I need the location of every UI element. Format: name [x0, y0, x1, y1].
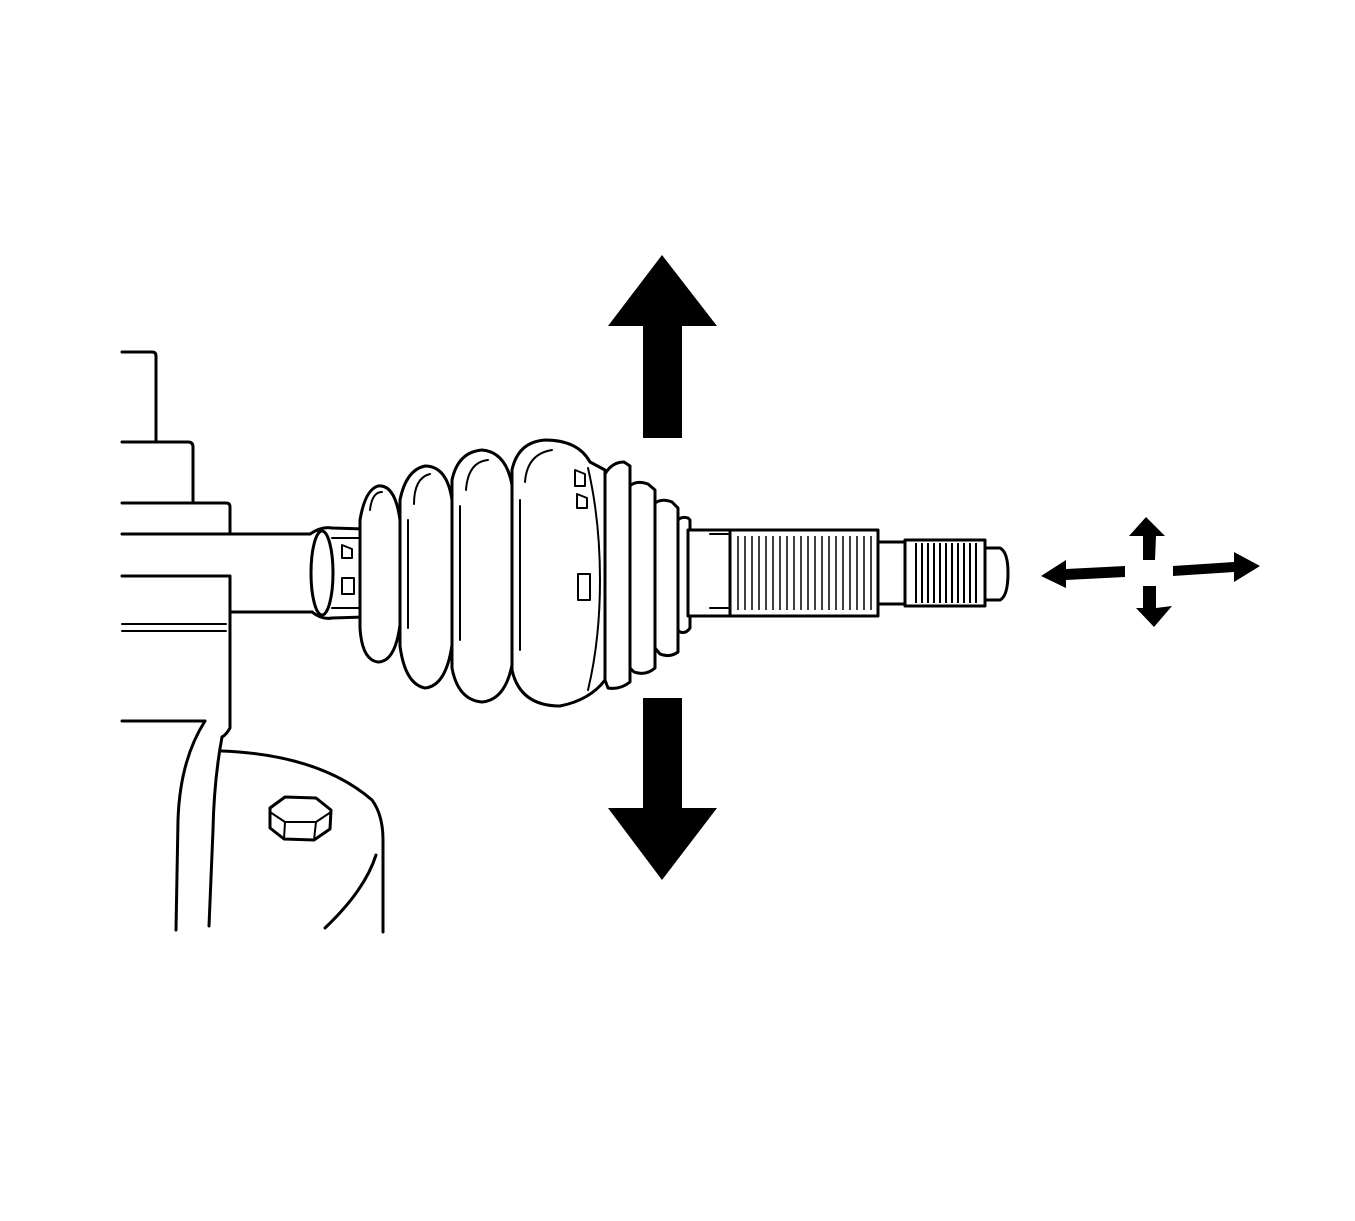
- inner-shaft: [308, 526, 367, 620]
- outer-stub-shaft: [686, 528, 1010, 618]
- cv-boot: [358, 438, 692, 708]
- arrow-up-icon: [608, 255, 717, 438]
- four-way-arrow-icon: [1041, 517, 1260, 627]
- arrow-down-icon: [608, 698, 717, 880]
- hex-bolt-icon: [268, 795, 333, 842]
- shaft-threads: [915, 543, 977, 603]
- transaxle-housing: [120, 350, 385, 934]
- shaft-splines: [737, 536, 872, 610]
